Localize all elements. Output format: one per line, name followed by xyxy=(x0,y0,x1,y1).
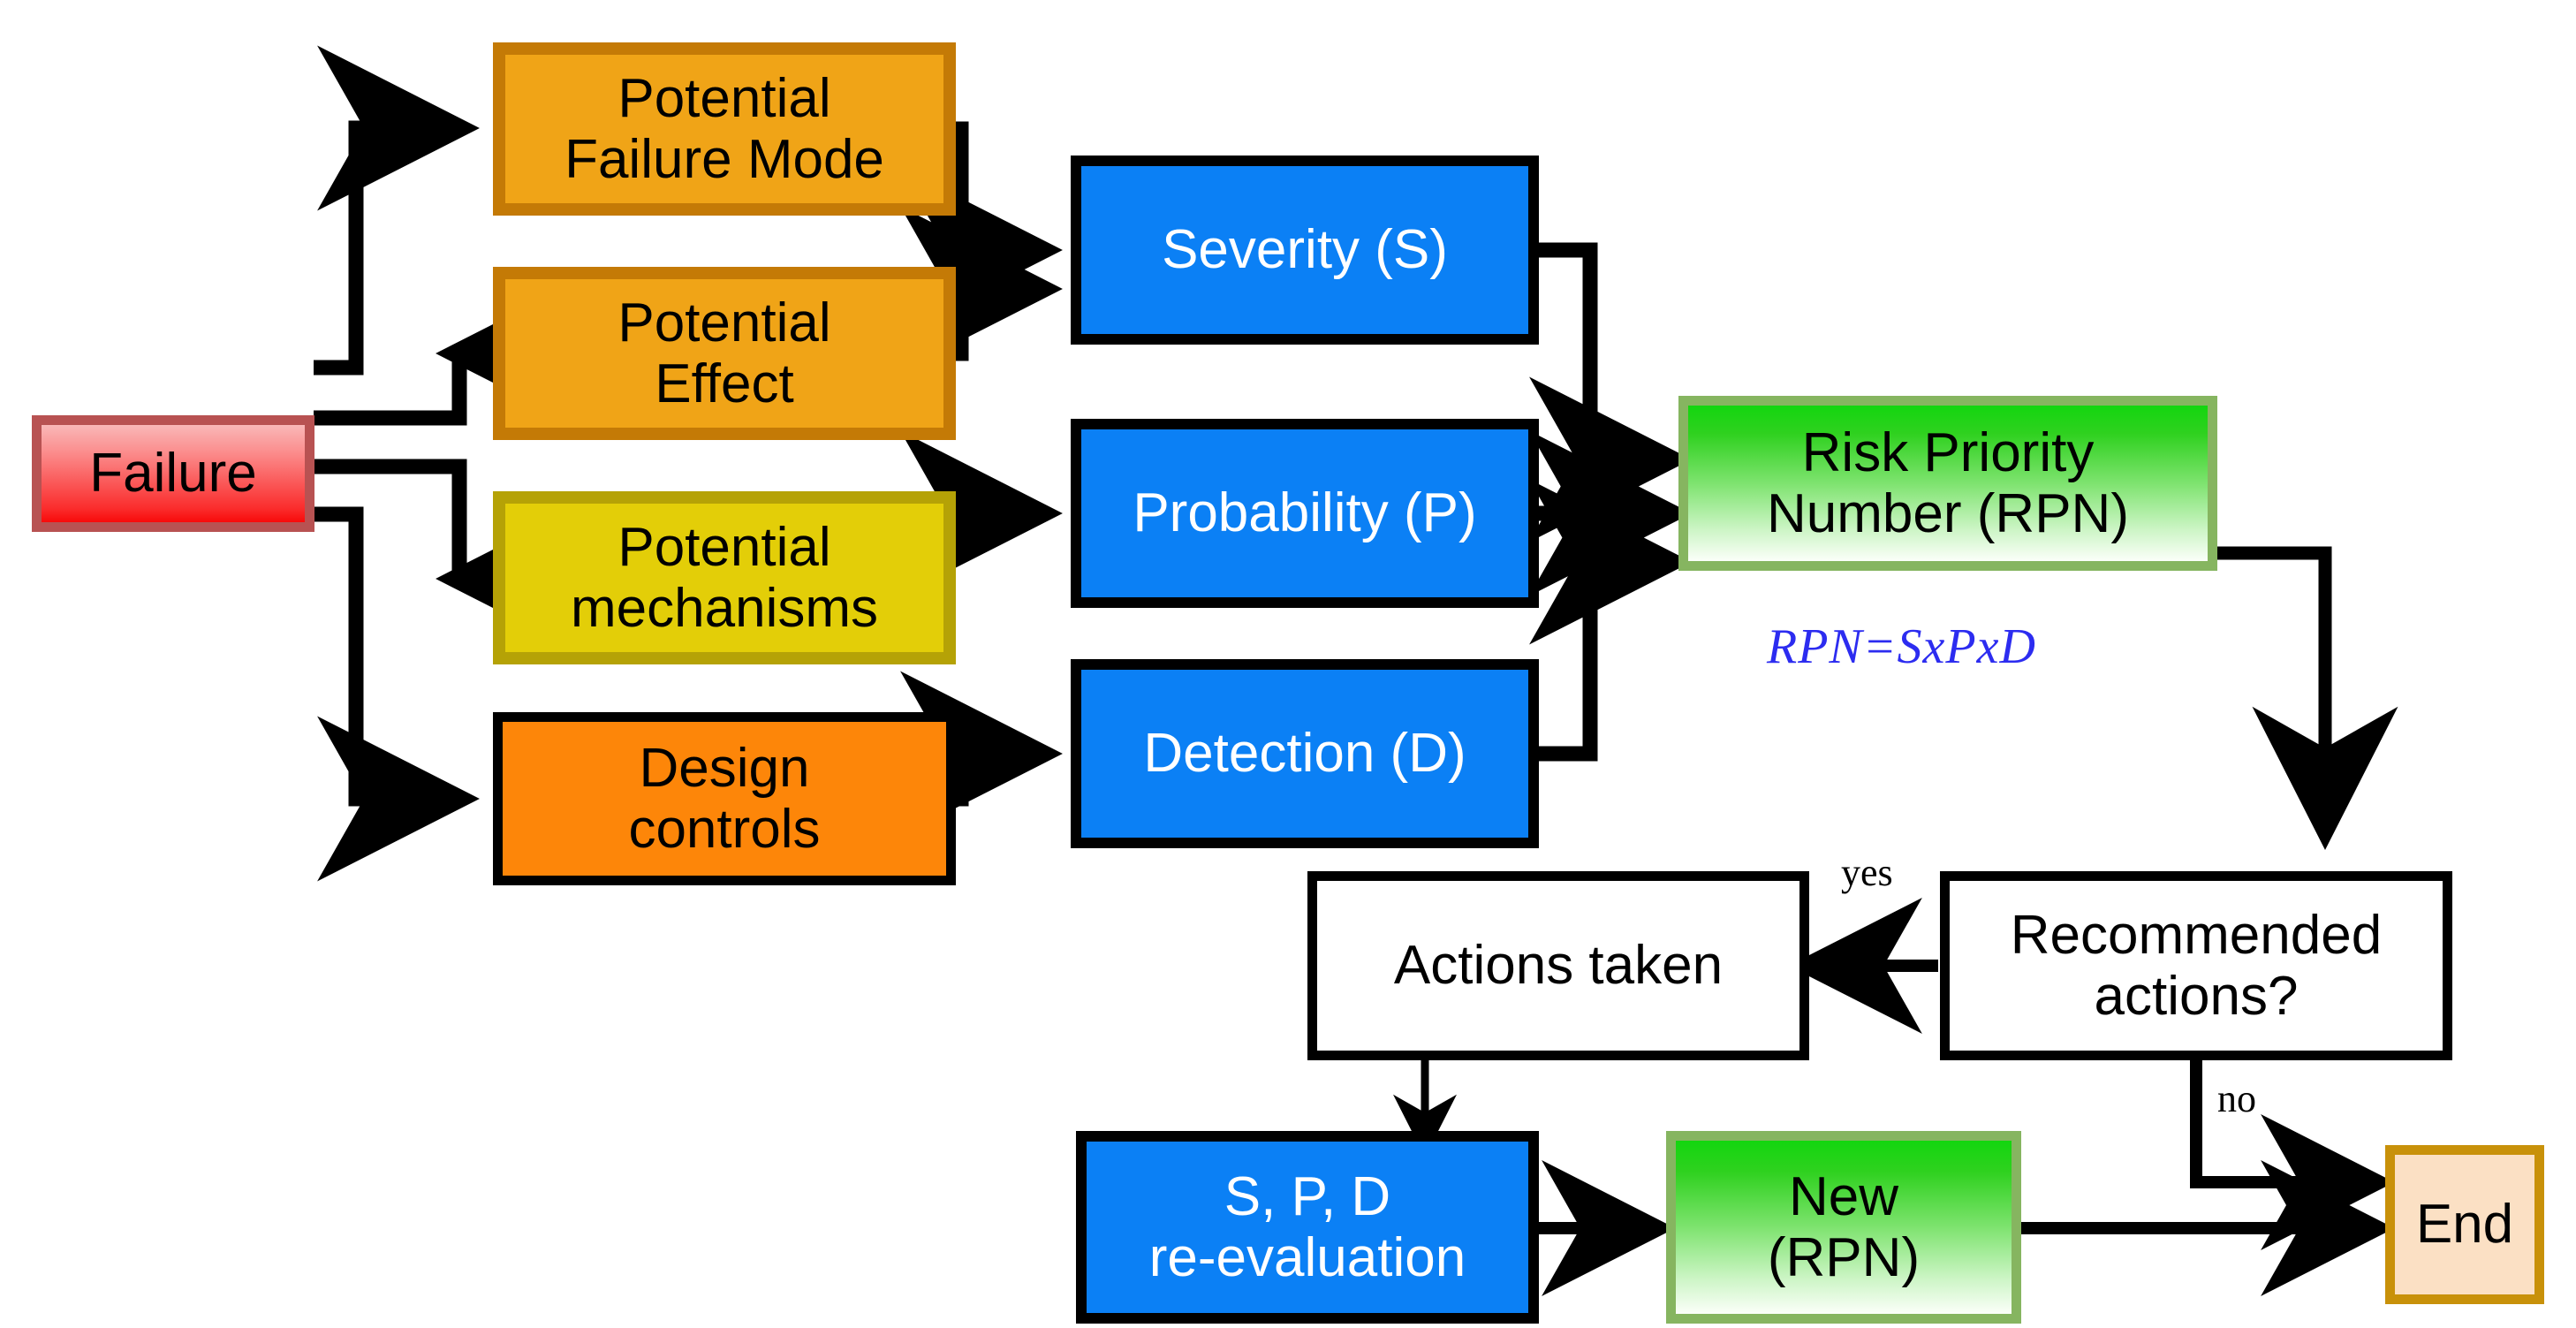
node-severity-label: Severity (S) xyxy=(1162,219,1448,281)
node-potential-failure-mode-label: Potential Failure Mode xyxy=(564,67,884,190)
node-potential-mechanisms-label: Potential mechanisms xyxy=(571,516,878,639)
node-detection[interactable]: Detection (D) xyxy=(1071,659,1539,848)
node-actions-taken[interactable]: Actions taken xyxy=(1307,871,1809,1060)
node-design-controls[interactable]: Design controls xyxy=(493,712,956,885)
edge-failure-mode-to-severity xyxy=(900,121,1063,333)
node-probability-label: Probability (P) xyxy=(1133,482,1477,544)
node-potential-effect[interactable]: Potential Effect xyxy=(493,267,956,440)
node-risk-priority-number[interactable]: Risk Priority Number (RPN) xyxy=(1678,396,2217,571)
node-failure[interactable]: Failure xyxy=(32,415,314,532)
edge-label-no: no xyxy=(2217,1077,2256,1120)
node-new-rpn-label: New (RPN) xyxy=(1767,1165,1921,1288)
edge-effect-to-severity xyxy=(900,206,1063,372)
edge-design-controls-to-detection xyxy=(900,671,1063,837)
edge-severity-to-rpn xyxy=(1529,242,1692,543)
node-probability[interactable]: Probability (P) xyxy=(1071,419,1539,608)
edge-rpn-to-recommended xyxy=(2217,546,2398,851)
edge-detection-to-rpn xyxy=(1529,479,1692,762)
edge-failure-to-effect xyxy=(314,270,598,436)
node-recommended-actions[interactable]: Recommended actions? xyxy=(1940,871,2452,1060)
rpn-formula-label: RPN=SxPxD xyxy=(1767,619,2036,674)
node-end[interactable]: End xyxy=(2385,1145,2544,1304)
node-potential-effect-label: Potential Effect xyxy=(617,292,831,414)
node-end-label: End xyxy=(2415,1194,2514,1256)
edge-failure-to-design-controls xyxy=(314,506,480,882)
node-recommended-actions-label: Recommended actions? xyxy=(2010,904,2383,1027)
edge-failure-to-failure-mode xyxy=(314,45,480,376)
node-new-rpn[interactable]: New (RPN) xyxy=(1666,1131,2021,1324)
node-spd-reevaluation-label: S, P, D re-evaluation xyxy=(1148,1165,1466,1288)
node-potential-mechanisms[interactable]: Potential mechanisms xyxy=(493,491,956,664)
node-detection-label: Detection (D) xyxy=(1143,723,1466,785)
edge-failure-to-mechanisms xyxy=(314,459,598,662)
node-actions-taken-label: Actions taken xyxy=(1393,935,1724,997)
node-risk-priority-number-label: Risk Priority Number (RPN) xyxy=(1767,421,2129,544)
node-failure-label: Failure xyxy=(89,443,257,505)
edge-label-yes: yes xyxy=(1841,851,1893,894)
node-spd-reevaluation[interactable]: S, P, D re-evaluation xyxy=(1076,1131,1539,1324)
node-potential-failure-mode[interactable]: Potential Failure Mode xyxy=(493,42,956,216)
node-severity[interactable]: Severity (S) xyxy=(1071,156,1539,345)
node-design-controls-label: Design controls xyxy=(628,737,821,860)
